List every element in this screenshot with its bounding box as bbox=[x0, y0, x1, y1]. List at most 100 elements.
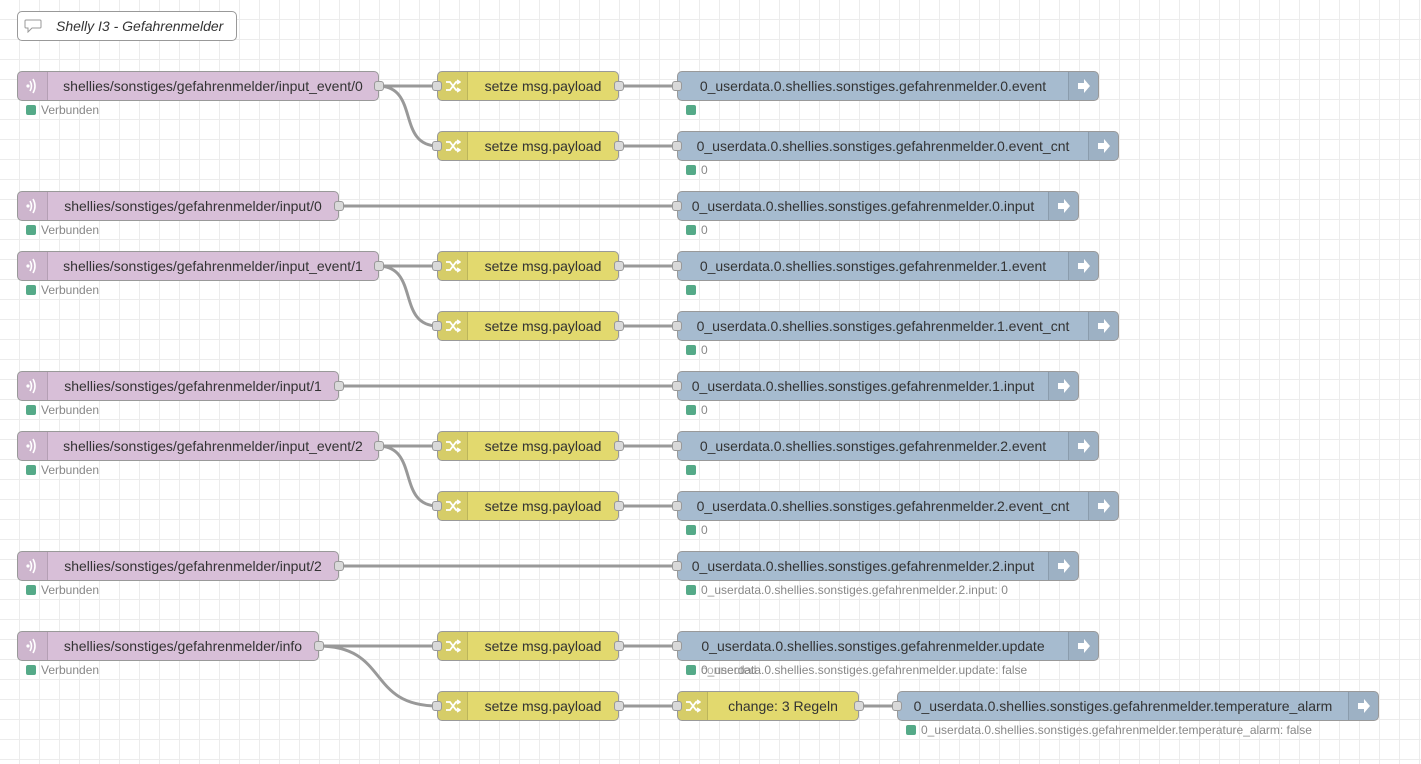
output-port[interactable] bbox=[614, 441, 624, 451]
shuffle-icon bbox=[438, 132, 468, 160]
change-node[interactable]: setze msg.payload bbox=[432, 71, 624, 101]
iobroker-out-node[interactable]: 0_userdata.0.shellies.sonstiges.gefahren… bbox=[672, 191, 1079, 221]
input-port[interactable] bbox=[672, 141, 682, 151]
status-text: Verbunden bbox=[41, 403, 100, 417]
iobroker-out-node[interactable]: 0_userdata.0.shellies.sonstiges.gefahren… bbox=[672, 131, 1119, 161]
iobroker-out-node[interactable]: 0_userdata.0.shellies.sonstiges.gefahren… bbox=[672, 631, 1099, 661]
change-node[interactable]: change: 3 Regeln bbox=[672, 691, 864, 721]
node-status-overlay: connected bbox=[686, 663, 756, 677]
comment-node[interactable]: Shelly I3 - Gefahrenmelder bbox=[17, 11, 237, 41]
output-port[interactable] bbox=[374, 441, 384, 451]
iobroker-out-node[interactable]: 0_userdata.0.shellies.sonstiges.gefahren… bbox=[672, 371, 1079, 401]
node-status: Verbunden bbox=[26, 223, 99, 237]
input-port[interactable] bbox=[672, 441, 682, 451]
output-port[interactable] bbox=[334, 201, 344, 211]
node-label: shellies/sonstiges/gefahrenmelder/input/… bbox=[64, 558, 322, 574]
shuffle-icon bbox=[438, 692, 468, 720]
mqtt-in-node[interactable]: shellies/sonstiges/gefahrenmelder/input/… bbox=[17, 551, 344, 581]
input-port[interactable] bbox=[432, 701, 442, 711]
node-label: 0_userdata.0.shellies.sonstiges.gefahren… bbox=[913, 698, 1333, 714]
input-port[interactable] bbox=[432, 641, 442, 651]
input-port[interactable] bbox=[672, 561, 682, 571]
output-port[interactable] bbox=[374, 261, 384, 271]
node-status: Verbunden bbox=[26, 663, 99, 677]
input-port[interactable] bbox=[432, 501, 442, 511]
input-port[interactable] bbox=[432, 261, 442, 271]
node-status bbox=[686, 284, 701, 296]
node-label: 0_userdata.0.shellies.sonstiges.gefahren… bbox=[696, 138, 1070, 154]
input-port[interactable] bbox=[672, 641, 682, 651]
output-port[interactable] bbox=[334, 561, 344, 571]
status-dot bbox=[26, 105, 36, 115]
status-dot bbox=[26, 405, 36, 415]
output-port[interactable] bbox=[614, 321, 624, 331]
node-status: Verbunden bbox=[26, 403, 100, 417]
status-text: 0 bbox=[701, 223, 708, 237]
change-node[interactable]: setze msg.payload bbox=[432, 691, 624, 721]
mqtt-in-node[interactable]: shellies/sonstiges/gefahrenmelder/input_… bbox=[17, 431, 384, 461]
change-node[interactable]: setze msg.payload bbox=[432, 311, 624, 341]
node-status: 0 bbox=[686, 403, 708, 417]
change-node[interactable]: setze msg.payload bbox=[432, 131, 624, 161]
node-label: setze msg.payload bbox=[484, 638, 602, 654]
input-port[interactable] bbox=[432, 141, 442, 151]
input-port[interactable] bbox=[672, 501, 682, 511]
mqtt-in-node[interactable]: shellies/sonstiges/gefahrenmelder/input/… bbox=[17, 191, 344, 221]
mqtt-in-node[interactable]: shellies/sonstiges/gefahrenmelder/input_… bbox=[17, 251, 384, 281]
status-text: Verbunden bbox=[41, 583, 100, 597]
output-port[interactable] bbox=[614, 141, 624, 151]
output-port[interactable] bbox=[614, 641, 624, 651]
output-port[interactable] bbox=[374, 81, 384, 91]
iobroker-out-node[interactable]: 0_userdata.0.shellies.sonstiges.gefahren… bbox=[672, 311, 1119, 341]
arrow-right-icon bbox=[1068, 432, 1098, 460]
node-status: 0_userdata.0.shellies.sonstiges.gefahren… bbox=[906, 723, 1312, 737]
bridge-icon bbox=[18, 72, 48, 100]
output-port[interactable] bbox=[614, 701, 624, 711]
input-port[interactable] bbox=[432, 441, 442, 451]
input-port[interactable] bbox=[672, 381, 682, 391]
input-port[interactable] bbox=[892, 701, 902, 711]
node-label: 0_userdata.0.shellies.sonstiges.gefahren… bbox=[691, 378, 1035, 394]
output-port[interactable] bbox=[314, 641, 324, 651]
mqtt-in-node[interactable]: shellies/sonstiges/gefahrenmelder/info bbox=[17, 631, 324, 661]
node-label: shellies/sonstiges/gefahrenmelder/input/… bbox=[64, 198, 322, 214]
arrow-right-icon bbox=[1068, 632, 1098, 660]
output-port[interactable] bbox=[334, 381, 344, 391]
iobroker-out-node[interactable]: 0_userdata.0.shellies.sonstiges.gefahren… bbox=[672, 491, 1119, 521]
input-port[interactable] bbox=[672, 81, 682, 91]
output-port[interactable] bbox=[614, 501, 624, 511]
input-port[interactable] bbox=[432, 81, 442, 91]
change-node[interactable]: setze msg.payload bbox=[432, 491, 624, 521]
mqtt-in-node[interactable]: shellies/sonstiges/gefahrenmelder/input/… bbox=[17, 371, 344, 401]
node-label: setze msg.payload bbox=[484, 258, 602, 274]
iobroker-out-node[interactable]: 0_userdata.0.shellies.sonstiges.gefahren… bbox=[672, 551, 1079, 581]
input-port[interactable] bbox=[672, 261, 682, 271]
status-dot bbox=[686, 345, 696, 355]
node-status: 0 bbox=[686, 163, 708, 177]
wire bbox=[317, 644, 439, 708]
node-label: setze msg.payload bbox=[484, 698, 602, 714]
iobroker-out-node[interactable]: 0_userdata.0.shellies.sonstiges.gefahren… bbox=[672, 71, 1099, 101]
change-node[interactable]: setze msg.payload bbox=[432, 631, 624, 661]
arrow-right-icon bbox=[1088, 132, 1118, 160]
status-dot bbox=[686, 285, 696, 295]
shuffle-icon bbox=[438, 492, 468, 520]
iobroker-out-node[interactable]: 0_userdata.0.shellies.sonstiges.gefahren… bbox=[672, 431, 1099, 461]
output-port[interactable] bbox=[614, 81, 624, 91]
status-dot bbox=[26, 465, 36, 475]
change-node[interactable]: setze msg.payload bbox=[432, 431, 624, 461]
node-status: 0_userdata.0.shellies.sonstiges.gefahren… bbox=[686, 583, 1008, 597]
change-node[interactable]: setze msg.payload bbox=[432, 251, 624, 281]
input-port[interactable] bbox=[672, 321, 682, 331]
node-label: setze msg.payload bbox=[484, 318, 602, 334]
input-port[interactable] bbox=[672, 201, 682, 211]
mqtt-in-node[interactable]: shellies/sonstiges/gefahrenmelder/input_… bbox=[17, 71, 384, 101]
shuffle-icon bbox=[438, 252, 468, 280]
output-port[interactable] bbox=[614, 261, 624, 271]
iobroker-out-node[interactable]: 0_userdata.0.shellies.sonstiges.gefahren… bbox=[892, 691, 1379, 721]
input-port[interactable] bbox=[432, 321, 442, 331]
node-label: 0_userdata.0.shellies.sonstiges.gefahren… bbox=[701, 638, 1045, 654]
iobroker-out-node[interactable]: 0_userdata.0.shellies.sonstiges.gefahren… bbox=[672, 251, 1099, 281]
input-port[interactable] bbox=[672, 701, 682, 711]
output-port[interactable] bbox=[854, 701, 864, 711]
